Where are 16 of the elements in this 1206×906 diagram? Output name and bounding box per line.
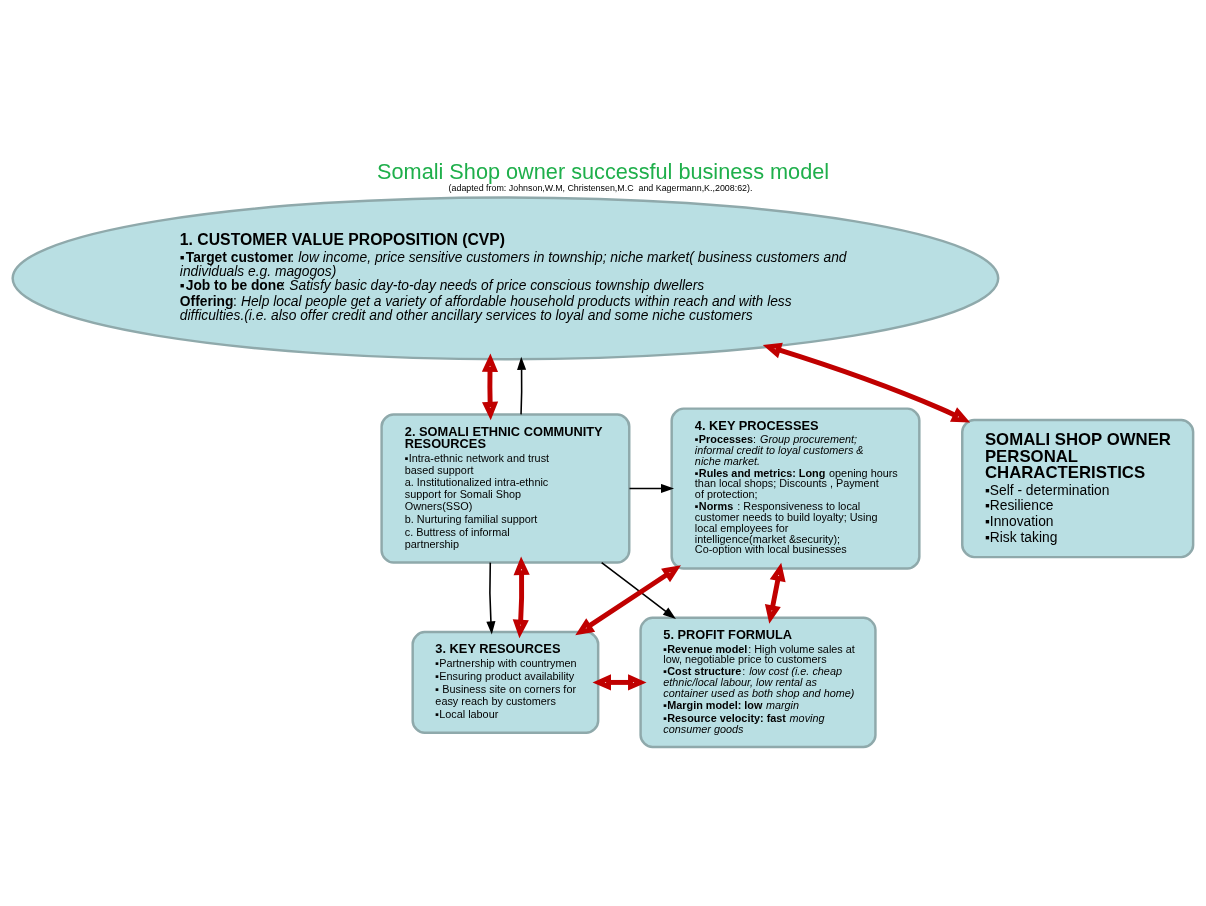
arrow	[575, 565, 681, 636]
node-box: 4. KEY PROCESSES ▪Processes: Group procurement; informal credit to loyal customers & niche market. ▪Rules and metrics: Long opening hours than local shops; Discounts , Payment of protection; ▪Norms : Responsiveness to local customer needs to build loyalty; Using local employees for intelligence(market &security); Co-option with local businesses	[670, 407, 921, 570]
node-box: SOMALI SHOP OWNER PERSONAL CHARACTERISTICS ▪Self - determination ▪Resilience ▪Innovation ▪Risk taking	[961, 418, 1195, 559]
arrow	[762, 342, 971, 423]
node-box: 3. KEY RESOURCES ▪Partnership with countrymen ▪Ensuring product availability ▪ Business site on corners for easy reach by customers ▪Local labour	[411, 630, 600, 734]
arrow	[764, 562, 786, 624]
arrow	[600, 561, 676, 620]
arrow	[481, 353, 499, 421]
node-box: 5. PROFIT FORMULA ▪Revenue model: High volume sales at low, negotiable price to customers ▪Cost structure: low cost (i.e. cheap ethnic/local labour, low rental as container used as both shop and home) ▪Margin model: low margin ▪Resource velocity: fast moving consumer goods	[639, 616, 877, 749]
arrow	[628, 483, 675, 494]
arrow	[592, 674, 647, 691]
arrow	[517, 356, 527, 416]
diagram-title: Somali Shop owner successful business model	[377, 159, 830, 185]
arrow	[512, 556, 530, 639]
arrow	[486, 561, 496, 635]
node-box: 2. SOMALI ETHNIC COMMUNITY RESOURCES ▪Intra-ethnic network and trust based support a. Institutionalized intra-ethnic support for Somali Shop Owners(SSO) b. Nurturing familial support c. Buttress of informal partnership	[380, 413, 631, 564]
